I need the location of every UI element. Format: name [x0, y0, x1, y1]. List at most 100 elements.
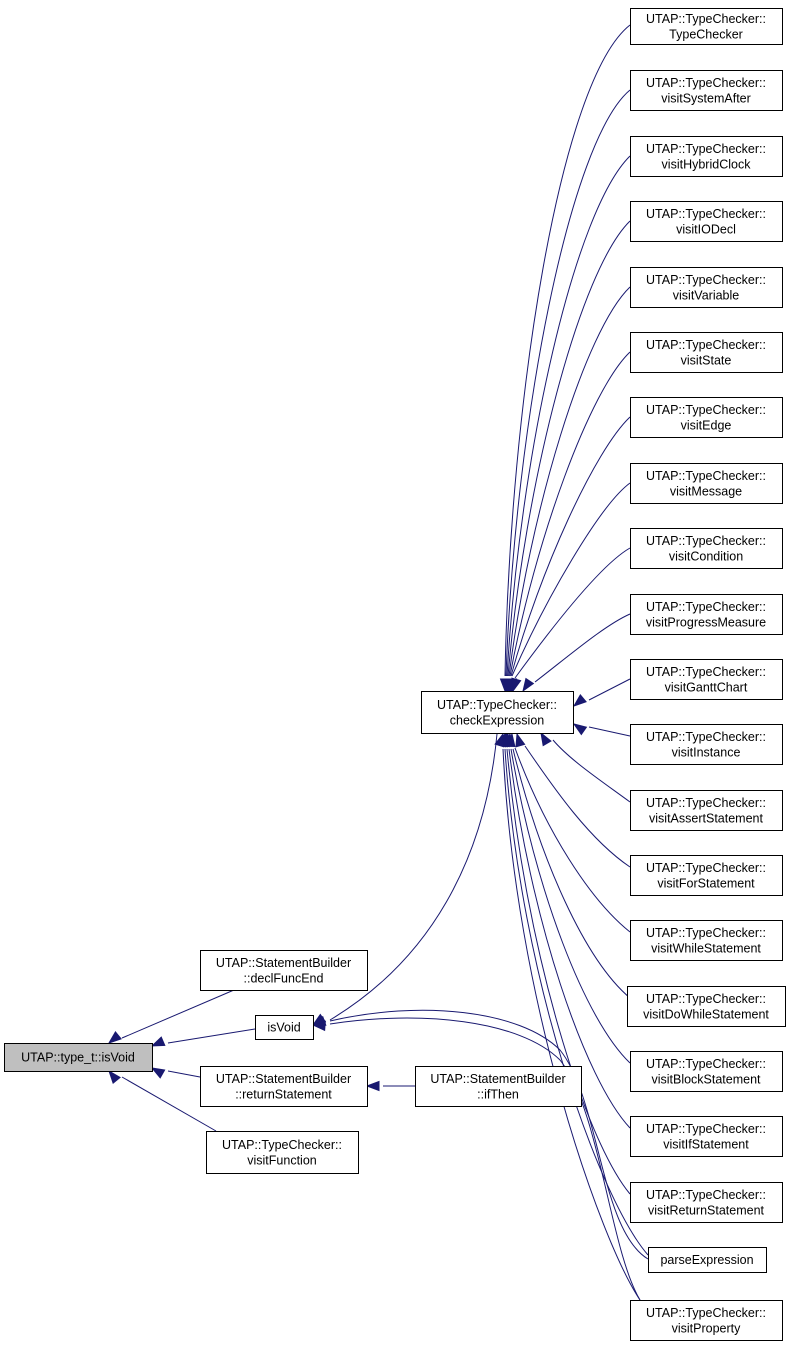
node-box — [630, 1116, 783, 1157]
node-visit-assert-statement[interactable]: UTAP::TypeChecker::visitAssertStatement — [630, 790, 783, 831]
node-visit-edge[interactable]: UTAP::TypeChecker::visitEdge — [630, 397, 783, 438]
node-type-t-isvoid[interactable]: UTAP::type_t::isVoid — [4, 1043, 153, 1072]
edge-line — [512, 748, 631, 999]
node-label-line: visitCondition — [669, 549, 743, 563]
node-label-line: checkExpression — [450, 713, 545, 727]
node-box — [630, 855, 783, 896]
edge-line — [505, 89, 631, 677]
node-label-line: visitForStatement — [657, 876, 755, 890]
edge-visit_property-to-is_void — [311, 1017, 641, 1301]
node-box — [200, 950, 368, 991]
edge-arrowhead — [494, 732, 505, 748]
edge-is_void-to-type_t_isvoid — [150, 1028, 256, 1047]
node-visit-io-decl[interactable]: UTAP::TypeChecker::visitIODecl — [630, 201, 783, 242]
node-visit-return-statement[interactable]: UTAP::TypeChecker::visitReturnStatement — [630, 1182, 783, 1223]
node-box — [630, 8, 783, 45]
edge-visit_edge-to-check_expression — [505, 416, 631, 693]
node-label-line: visitProperty — [672, 1321, 742, 1335]
node-visit-instance[interactable]: UTAP::TypeChecker::visitInstance — [630, 724, 783, 765]
node-visit-gantt-chart[interactable]: UTAP::TypeChecker::visitGanttChart — [630, 659, 783, 700]
edge-arrowhead — [150, 1067, 166, 1079]
edge-decl_func_end-to-type_t_isvoid — [107, 989, 235, 1044]
node-box — [648, 1247, 767, 1273]
node-label-line: UTAP::TypeChecker:: — [646, 861, 766, 875]
edge-line — [121, 1076, 217, 1132]
edge-visit_property-to-check_expression — [494, 732, 641, 1301]
node-box — [255, 1015, 314, 1040]
edge-visit_for_statement-to-check_expression — [515, 732, 631, 868]
node-visit-property[interactable]: UTAP::TypeChecker::visitProperty — [630, 1300, 783, 1341]
node-visit-hybrid-clock[interactable]: UTAP::TypeChecker::visitHybridClock — [630, 136, 783, 177]
node-box — [630, 267, 783, 308]
node-visit-if-statement[interactable]: UTAP::TypeChecker::visitIfStatement — [630, 1116, 783, 1157]
edge-visit_state-to-check_expression — [504, 351, 631, 693]
node-box — [630, 1182, 783, 1223]
node-label-line: UTAP::TypeChecker:: — [646, 730, 766, 744]
edge-arrowhead — [511, 677, 522, 693]
edge-line — [502, 748, 641, 1301]
node-visit-variable[interactable]: UTAP::TypeChecker::visitVariable — [630, 267, 783, 308]
edge-line — [588, 726, 631, 737]
node-visit-progress-measure[interactable]: UTAP::TypeChecker::visitProgressMeasure — [630, 594, 783, 635]
edge-arrowhead — [540, 731, 552, 747]
node-is-void[interactable]: isVoid — [255, 1015, 314, 1040]
node-label-line: UTAP::TypeChecker:: — [646, 469, 766, 483]
edge-line — [329, 733, 498, 1021]
node-visit-block-statement[interactable]: UTAP::TypeChecker::visitBlockStatement — [630, 1051, 783, 1092]
edge-line — [506, 155, 631, 677]
node-label-line: visitHybridClock — [662, 157, 752, 171]
node-if-then[interactable]: UTAP::StatementBuilder::ifThen — [415, 1066, 582, 1107]
node-box — [630, 70, 783, 111]
node-parse-expression[interactable]: parseExpression — [648, 1247, 767, 1273]
node-visit-while-statement[interactable]: UTAP::TypeChecker::visitWhileStatement — [630, 920, 783, 961]
node-label-line: visitBlockStatement — [651, 1072, 761, 1086]
edge-visit_do_while_statement-to-check_expression — [503, 732, 631, 999]
nodes-layer: UTAP::type_t::isVoidUTAP::StatementBuild… — [4, 8, 786, 1341]
node-label-line: visitWhileStatement — [651, 941, 761, 955]
node-decl-func-end[interactable]: UTAP::StatementBuilder::declFuncEnd — [200, 950, 368, 991]
edge-line — [509, 351, 631, 677]
node-return-statement[interactable]: UTAP::StatementBuilder::returnStatement — [200, 1066, 368, 1107]
edge-line — [514, 547, 631, 679]
node-type-checker[interactable]: UTAP::TypeChecker::TypeChecker — [630, 8, 783, 45]
edge-line — [511, 482, 631, 677]
edge-line — [507, 220, 631, 677]
edge-arrowhead — [108, 1069, 121, 1084]
node-label-line: UTAP::TypeChecker:: — [646, 338, 766, 352]
node-visit-do-while-statement[interactable]: UTAP::TypeChecker::visitDoWhileStatement — [627, 986, 786, 1027]
node-label-line: UTAP::StatementBuilder — [216, 1072, 351, 1086]
edge-line — [514, 747, 631, 933]
node-label-line: UTAP::TypeChecker:: — [646, 207, 766, 221]
edge-line — [508, 748, 631, 1129]
node-label-line: UTAP::TypeChecker:: — [646, 1306, 766, 1320]
node-visit-for-statement[interactable]: UTAP::TypeChecker::visitForStatement — [630, 855, 783, 896]
node-label-line: UTAP::TypeChecker:: — [222, 1138, 342, 1152]
node-box — [630, 790, 783, 831]
node-label-line: parseExpression — [660, 1253, 753, 1267]
edge-line — [510, 748, 631, 1064]
node-label-line: UTAP::TypeChecker:: — [646, 992, 766, 1006]
node-label-line: ::returnStatement — [235, 1087, 332, 1101]
node-box — [630, 463, 783, 504]
edge-visit_assert_statement-to-check_expression — [540, 731, 631, 803]
edge-visit_message-to-check_expression — [506, 482, 631, 693]
edge-parse_expression-to-is_void — [311, 1009, 649, 1260]
edge-line — [510, 416, 631, 677]
node-visit-condition[interactable]: UTAP::TypeChecker::visitCondition — [630, 528, 783, 569]
edge-line — [121, 989, 235, 1039]
edge-visit_gantt_chart-to-check_expression — [572, 678, 631, 707]
node-visit-message[interactable]: UTAP::TypeChecker::visitMessage — [630, 463, 783, 504]
node-visit-system-after[interactable]: UTAP::TypeChecker::visitSystemAfter — [630, 70, 783, 111]
edge-arrowhead — [572, 723, 588, 736]
node-visit-function[interactable]: UTAP::TypeChecker::visitFunction — [206, 1131, 359, 1174]
node-box — [630, 1300, 783, 1341]
node-check-expression[interactable]: UTAP::TypeChecker::checkExpression — [421, 691, 574, 734]
edge-line — [552, 739, 631, 803]
edge-visit_block_statement-to-check_expression — [501, 732, 631, 1064]
node-label-line: UTAP::StatementBuilder — [216, 956, 351, 970]
edge-if_then-to-return_statement — [365, 1080, 415, 1092]
edge-visit_condition-to-check_expression — [511, 547, 631, 693]
edge-visit_return_statement-to-check_expression — [497, 732, 631, 1195]
node-label-line: visitProgressMeasure — [646, 615, 766, 629]
node-visit-state[interactable]: UTAP::TypeChecker::visitState — [630, 332, 783, 373]
